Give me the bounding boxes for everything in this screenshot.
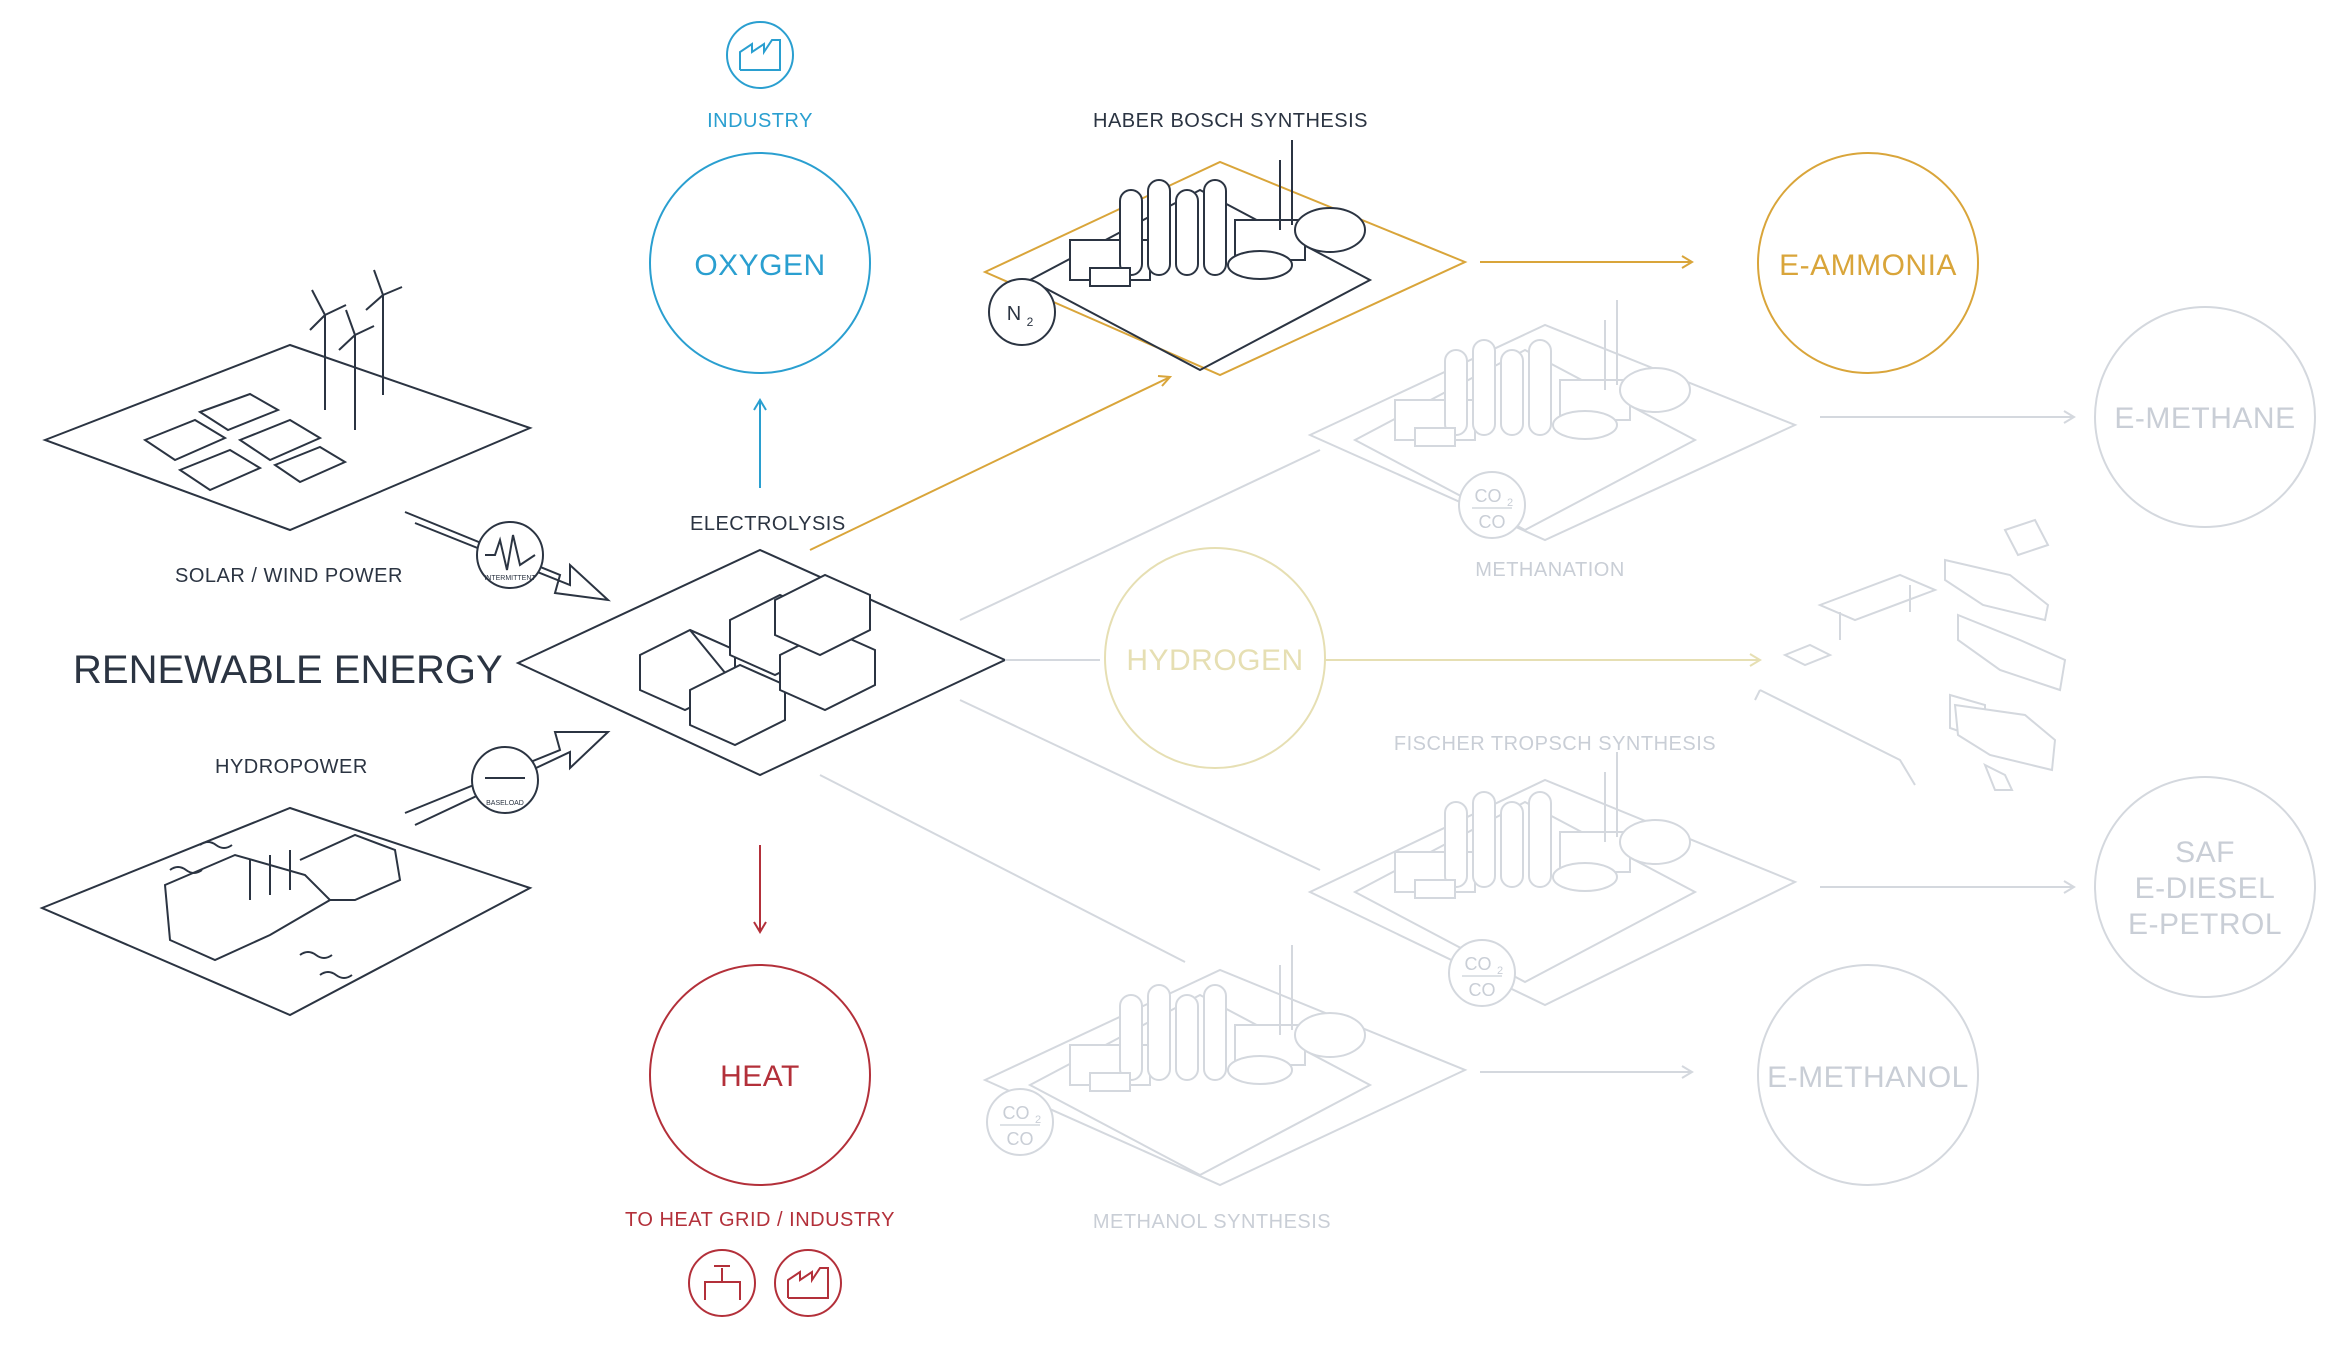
methanol-co2-badge: CO 2 CO: [986, 1088, 1054, 1156]
fischer-tropsch-plant: [1307, 751, 1798, 1007]
hydrogen-label: HYDROGEN: [1126, 644, 1303, 677]
electrolysis-label: ELECTROLYSIS: [690, 513, 846, 535]
ammonia-product-arrow: [1480, 255, 1694, 269]
fuels-product-arrow: [1820, 880, 2076, 894]
methane-product-arrow: [1820, 410, 2076, 424]
e-diesel-label: E-DIESEL: [2135, 872, 2276, 905]
fischer-co2-label: CO: [1465, 954, 1492, 974]
heat-label: HEAT: [720, 1060, 800, 1093]
heat-industry-icon: [774, 1249, 842, 1317]
fischer-tropsch-label: FISCHER TROPSCH SYNTHESIS: [1394, 733, 1716, 755]
fischer-co2-badge: CO 2 CO: [1448, 939, 1516, 1007]
e-methane-label: E-METHANE: [2114, 402, 2295, 435]
oxygen-circle: [649, 152, 871, 374]
mobility-vehicles-icon: [1754, 518, 2067, 791]
e-methanol-circle: [1757, 964, 1979, 1186]
baseload-badge: BASELOAD: [471, 746, 539, 814]
electrolysis-platform: [515, 548, 1008, 777]
electrolyzer-icon: [639, 573, 876, 747]
wind-turbine-icon: [309, 269, 403, 430]
hydropower-label: HYDROPOWER: [215, 756, 368, 778]
e-ammonia-label: E-AMMONIA: [1779, 249, 1957, 282]
heat-arrow: [753, 845, 767, 934]
e-methane-circle: [2094, 306, 2316, 528]
solar-panel-icon: [142, 392, 348, 492]
fischer-co-label: CO: [1469, 980, 1496, 1000]
fuels-circle: [2094, 776, 2316, 998]
intermittent-badge: INTERMITTENT: [476, 521, 544, 589]
e-petrol-label: E-PETROL: [2128, 908, 2282, 941]
dam-icon: [249, 833, 402, 901]
e-methanol-label: E-METHANOL: [1767, 1061, 1969, 1094]
methanol-co-label: CO: [1007, 1129, 1034, 1149]
methanation-co-label: CO: [1479, 512, 1506, 532]
heat-grid-icon: [688, 1249, 756, 1317]
solar-wind-platform: [42, 269, 533, 532]
e-ammonia-circle: [1757, 152, 1979, 374]
methanol-product-arrow: [1480, 1065, 1694, 1079]
oxygen-arrow: [753, 398, 767, 488]
oxygen-label: OXYGEN: [694, 249, 825, 282]
baseload-badge-text: BASELOAD: [486, 800, 524, 807]
haber-bosch-plant: [982, 139, 1468, 377]
methanation-co2-sub: 2: [1507, 497, 1513, 509]
methanol-synthesis-label: METHANOL SYNTHESIS: [1093, 1211, 1331, 1233]
intermittent-arrow: [404, 511, 612, 602]
intermittent-badge-text: INTERMITTENT: [484, 575, 536, 582]
ammonia-flow-arrow: [809, 375, 1173, 551]
oxygen-use-label: INDUSTRY: [707, 110, 813, 132]
methanation-co2-badge: CO 2 CO: [1458, 471, 1526, 539]
n2-label: N: [1007, 303, 1021, 325]
faded-flow-arrows: [819, 449, 1321, 963]
heat-use-label: TO HEAT GRID / INDUSTRY: [625, 1209, 895, 1231]
solar-wind-label: SOLAR / WIND POWER: [175, 565, 403, 587]
hydro-platform: [39, 806, 533, 1017]
methanation-co2-label: CO: [1475, 486, 1502, 506]
hydrogen-mobility-arrow: [1325, 653, 1762, 667]
hydrogen-circle: [1104, 547, 1326, 769]
saf-label: SAF: [2175, 836, 2235, 869]
n2-subscript: 2: [1027, 315, 1034, 329]
oxygen-industry-icon: [726, 21, 794, 89]
haber-bosch-label: HABER BOSCH SYNTHESIS: [1093, 110, 1368, 132]
methanol-co2-sub: 2: [1035, 1114, 1041, 1126]
baseload-arrow: [404, 731, 611, 826]
methanol-plant: [982, 944, 1468, 1187]
methanol-co2-label: CO: [1003, 1103, 1030, 1123]
methanation-label: METHANATION: [1475, 559, 1625, 581]
fischer-co2-sub: 2: [1497, 965, 1503, 977]
page-title: RENEWABLE ENERGY: [73, 648, 503, 692]
methanation-plant: [1307, 299, 1798, 542]
n2-input-badge: N 2: [988, 278, 1056, 346]
heat-circle: [649, 964, 871, 1186]
